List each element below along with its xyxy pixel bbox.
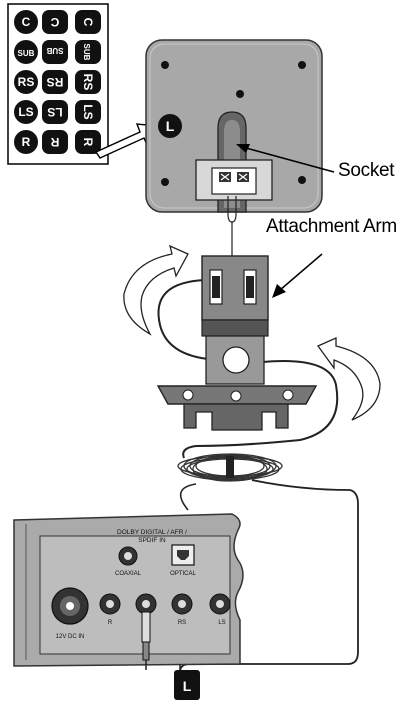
sticker-badge-label: RS bbox=[81, 74, 95, 91]
socket-callout-line bbox=[236, 144, 335, 173]
sticker-badge-label: RS bbox=[18, 75, 35, 89]
panel-header-line2: SPDIF IN bbox=[138, 537, 166, 544]
ls-jack-label: LS bbox=[218, 620, 225, 626]
sticker-badge: SUB bbox=[14, 40, 38, 64]
r-jack-label: R bbox=[108, 620, 113, 626]
cable-channel-tag: L bbox=[145, 660, 200, 700]
sticker-badge: R bbox=[14, 130, 38, 154]
sticker-badge: R bbox=[42, 130, 68, 154]
sticker-badge-label: SUB bbox=[82, 44, 91, 61]
rs-jack-label: RS bbox=[178, 620, 186, 626]
sticker-badge: RS bbox=[75, 70, 101, 94]
sticker-badge: SUB bbox=[42, 40, 68, 64]
rotate-arrow-right bbox=[317, 336, 381, 421]
sticker-badge: C bbox=[75, 10, 101, 34]
sticker-badge: LS bbox=[14, 100, 38, 124]
rotate-arrow-left bbox=[123, 244, 189, 336]
power-label: 12V DC IN bbox=[56, 634, 85, 640]
coaxial-label: COAXIAL bbox=[115, 571, 142, 577]
speaker-channel-badge: L bbox=[158, 114, 182, 138]
sticker-sheet: C C C SUB SUB SUB RS RS RS LS LS LS R R R bbox=[7, 3, 109, 165]
sticker-badge: SUB bbox=[75, 40, 101, 64]
sticker-badge-label: R bbox=[22, 135, 31, 149]
receiver-back-panel: DOLBY DIGITAL / AFR / SPDIF IN COAXIAL O… bbox=[13, 513, 244, 667]
sticker-badge-label: C bbox=[22, 15, 31, 29]
sticker-badge: C bbox=[14, 10, 38, 34]
panel-header-line1: DOLBY DIGITAL / AFR / bbox=[117, 529, 187, 536]
sticker-badge: LS bbox=[42, 100, 68, 124]
sticker-badge-label: SUB bbox=[18, 49, 35, 58]
sticker-badge-label: R bbox=[81, 138, 95, 147]
sticker-badge: LS bbox=[75, 100, 101, 124]
sticker-badge-label: LS bbox=[47, 105, 62, 119]
sticker-badge: RS bbox=[14, 70, 38, 94]
plug-wire bbox=[227, 196, 237, 256]
sticker-badge-label: C bbox=[81, 18, 95, 27]
sticker-badge-label: LS bbox=[18, 105, 33, 119]
speaker-back-plate bbox=[145, 39, 323, 213]
arm-callout-line bbox=[272, 253, 323, 298]
attachment-arm bbox=[156, 255, 339, 459]
sticker-badge: C bbox=[42, 10, 68, 34]
speaker-badge-label: L bbox=[166, 118, 175, 134]
optical-label: OPTICAL bbox=[170, 571, 196, 577]
sticker-badge-label: R bbox=[50, 135, 59, 149]
sticker-badge-label: SUB bbox=[46, 46, 63, 55]
cable-tag-label: L bbox=[183, 678, 192, 694]
sticker-badge-label: RS bbox=[47, 75, 64, 89]
socket-callout-label: Socket bbox=[338, 160, 395, 181]
sticker-badge: R bbox=[75, 130, 101, 154]
sticker-badge-label: C bbox=[50, 15, 59, 29]
attachment-arm-callout-label: Attachment Arm bbox=[266, 216, 397, 237]
sticker-badge: RS bbox=[42, 70, 68, 94]
sticker-badge-label: LS bbox=[81, 104, 95, 119]
